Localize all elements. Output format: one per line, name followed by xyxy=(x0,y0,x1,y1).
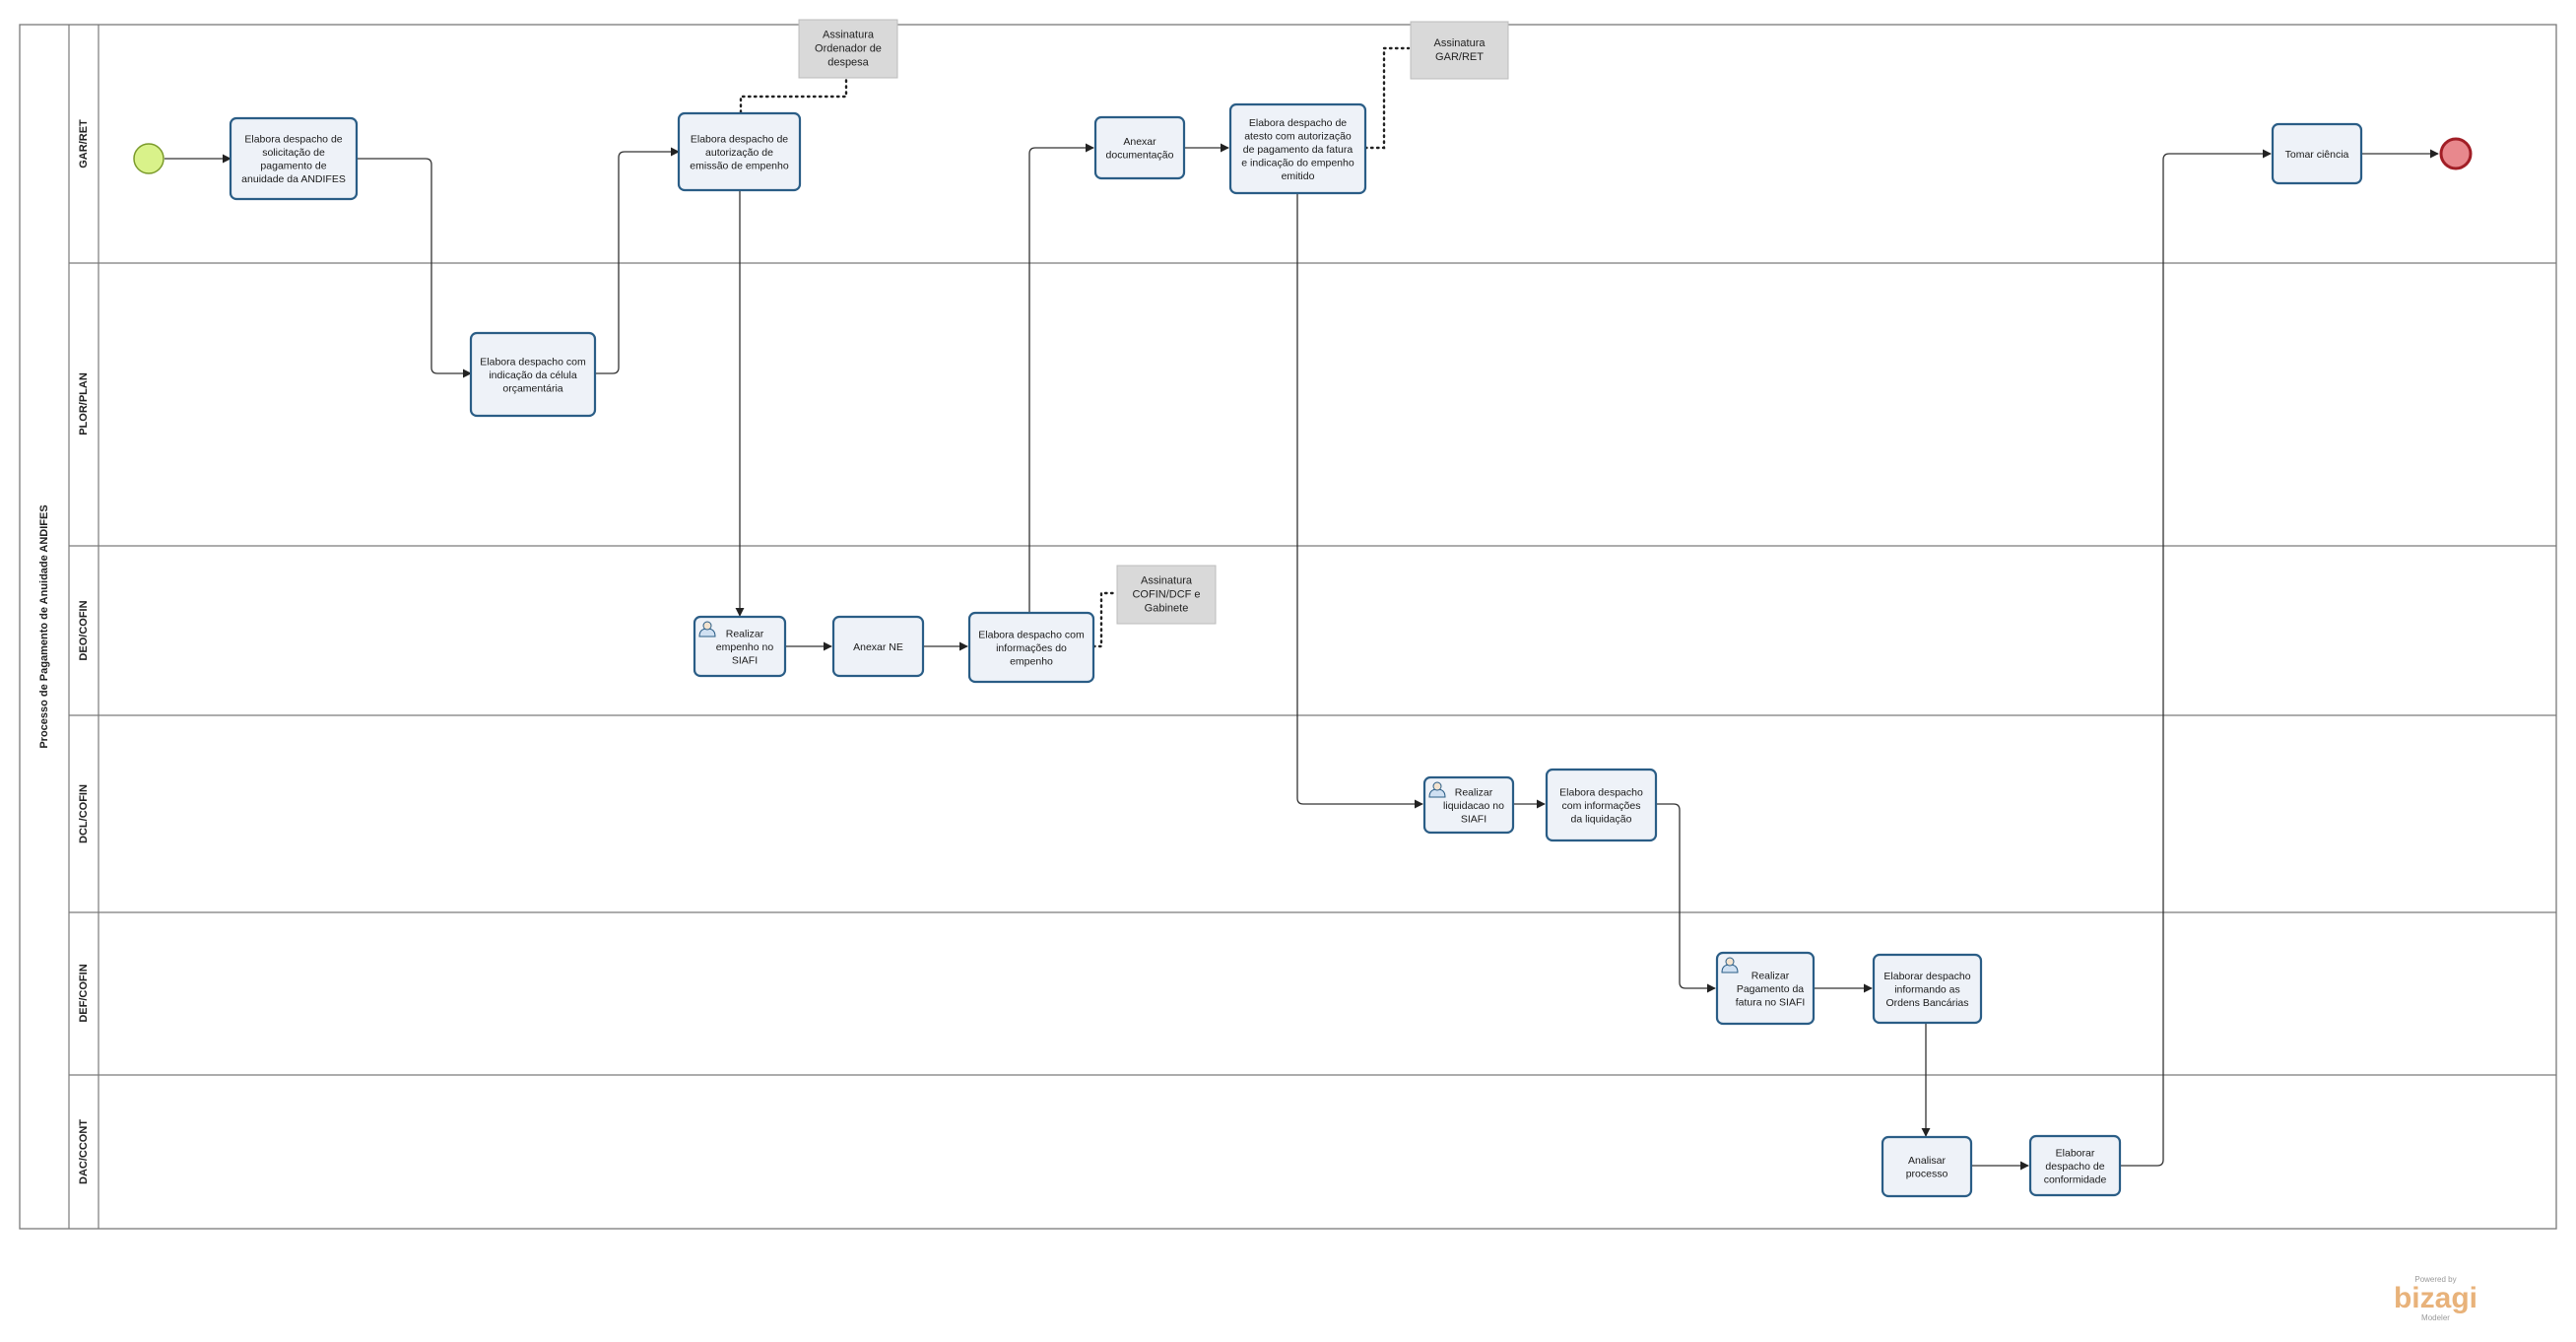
task-box[interactable] xyxy=(2271,122,2363,185)
flow-t1-to-t2 xyxy=(357,158,472,378)
task-box[interactable] xyxy=(1228,102,1367,195)
lane-label-gar-ret: GAR/RET xyxy=(78,119,90,168)
associations xyxy=(739,46,1411,648)
user-task-icon xyxy=(698,621,716,637)
task-box[interactable] xyxy=(1093,115,1186,180)
flow-t2-to-t3 xyxy=(595,147,680,374)
sequence-flows xyxy=(165,143,2439,1171)
start-event xyxy=(133,143,165,174)
lane-label-dac-ccont: DAC/CCONT xyxy=(78,1119,90,1184)
flow-t6-to-t7 xyxy=(1028,143,1094,612)
pool-frame xyxy=(19,24,2557,1230)
bizagi-logo: bizagi xyxy=(2393,1282,2477,1314)
user-task-icon xyxy=(1428,781,1446,798)
task-box[interactable] xyxy=(831,615,925,678)
association-a3 xyxy=(1091,591,1117,648)
lane-label-dcl-cofin: DCL/COFIN xyxy=(78,784,90,843)
task-label: Tomar ciência xyxy=(2285,149,2349,161)
task-box[interactable] xyxy=(677,111,802,192)
task-box[interactable] xyxy=(1545,768,1658,842)
task-label: Anexar NE xyxy=(853,641,903,653)
task-box[interactable] xyxy=(469,331,597,418)
association-a2 xyxy=(1363,46,1411,150)
task-box[interactable] xyxy=(229,116,359,201)
task-box[interactable] xyxy=(1881,1135,1973,1198)
watermark-product: Modeler xyxy=(2421,1313,2450,1322)
task-box[interactable] xyxy=(2028,1134,2122,1197)
lane-label-plor-plan: PLOR/PLAN xyxy=(78,372,90,436)
task-box[interactable] xyxy=(967,611,1095,684)
annotation-box xyxy=(1116,565,1217,625)
end-event xyxy=(2439,137,2473,170)
task-box[interactable] xyxy=(693,615,787,678)
user-task-icon xyxy=(1721,957,1739,973)
task-box[interactable] xyxy=(1715,951,1816,1026)
lane-label-deo-cofin: DEO/COFIN xyxy=(78,600,90,660)
bizagi-watermark: Powered by bizagi Modeler xyxy=(2394,1275,2477,1322)
flow-t14-to-t15 xyxy=(2120,149,2272,1167)
annotation-box xyxy=(1410,21,1509,80)
flow-t10-to-t11 xyxy=(1656,803,1716,993)
lane-label-def-cofin: DEF/COFIN xyxy=(78,964,90,1022)
annotation-box xyxy=(798,19,898,79)
task-box[interactable] xyxy=(1872,953,1983,1025)
watermark-powered: Powered by xyxy=(2414,1275,2457,1284)
task-box[interactable] xyxy=(1422,775,1515,835)
association-a1 xyxy=(739,76,848,114)
flow-t8-to-t9 xyxy=(1296,193,1423,809)
task-t5[interactable]: Anexar NE xyxy=(831,615,925,678)
pool-title: Processo de Pagamento de Anuidade ANDIFE… xyxy=(38,504,50,748)
task-t15[interactable]: Tomar ciência xyxy=(2271,122,2363,185)
